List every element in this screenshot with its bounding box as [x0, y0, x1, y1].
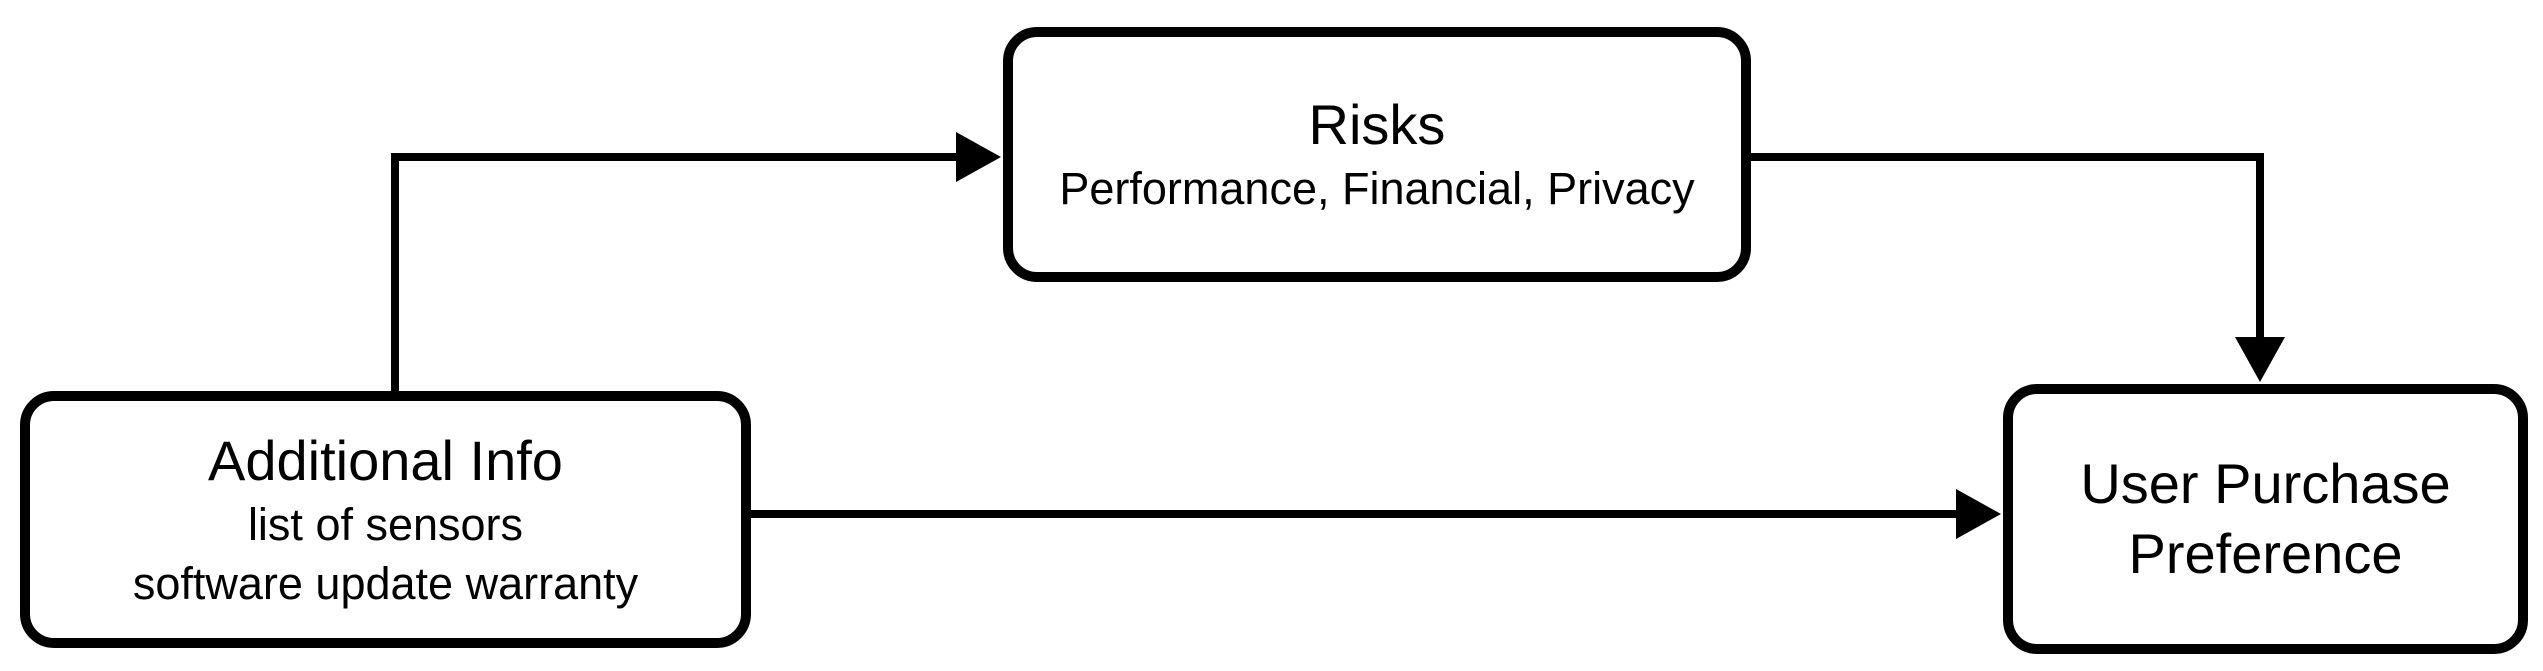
node-user-purchase-preference: User Purchase Preference — [2003, 384, 2528, 654]
node-additional-info-line-1: list of sensors — [247, 499, 524, 550]
edge-additional-info-to-risks — [391, 132, 1001, 391]
arrowhead-right-icon — [956, 132, 1001, 182]
node-user-purchase-preference-title: User Purchase Preference — [2080, 452, 2451, 585]
edge-risks-to-user-purchase-preference — [1751, 153, 2285, 382]
edge-additional-info-to-user-purchase-preference — [751, 489, 2001, 539]
arrowhead-down-icon — [2235, 337, 2285, 382]
node-risks: Risks Performance, Financial, Privacy — [1003, 27, 1751, 282]
node-additional-info: Additional Info list of sensors software… — [20, 391, 751, 648]
node-additional-info-title: Additional Info — [208, 429, 563, 492]
node-additional-info-line-2: software update warranty — [132, 557, 639, 609]
node-risks-subtitle: Performance, Financial, Privacy — [1059, 163, 1695, 215]
node-risks-title: Risks — [1308, 93, 1446, 157]
arrowhead-right-icon — [1956, 489, 2001, 539]
